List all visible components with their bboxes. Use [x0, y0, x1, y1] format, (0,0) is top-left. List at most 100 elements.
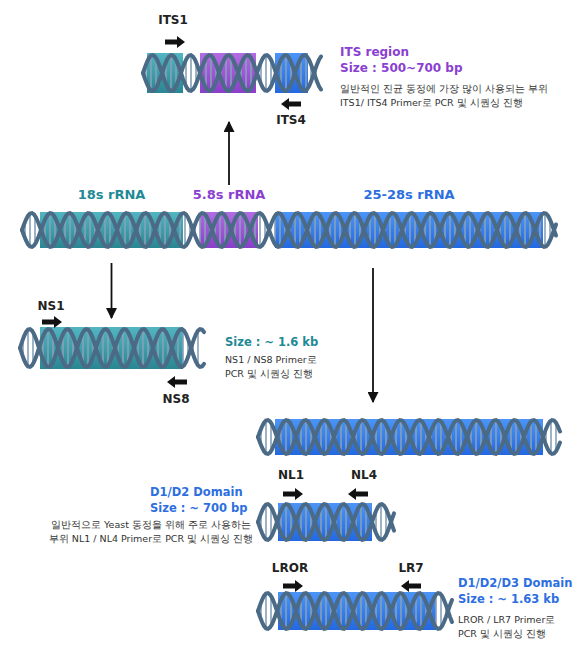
- base-pair: [122, 330, 124, 367]
- base-pair: [164, 213, 166, 247]
- base-pair: [420, 594, 422, 629]
- base-pair: [265, 505, 267, 540]
- sequence-region: ITS regionSize : 500~700 bp일반적인 진균 동정에 가…: [140, 30, 530, 122]
- base-pair: [265, 421, 267, 454]
- description: LROR / LR7 Primer로 PCR 및 시퀀싱 진행: [458, 613, 570, 641]
- base-pair: [265, 594, 267, 629]
- size-label: NS1 / NS8 Primer로 PCR 및 시퀀싱 진행: [225, 353, 337, 381]
- region-title: D1/D2 Domain: [150, 485, 243, 500]
- primer-arrow: [283, 580, 303, 592]
- base-pair: [429, 213, 431, 247]
- dna-helix: [20, 327, 204, 369]
- sequence-region: 18s rRNA: [40, 185, 183, 263]
- base-pair: [29, 214, 31, 247]
- base-pair: [314, 214, 316, 247]
- primer-arrow: [348, 488, 368, 500]
- dna-strand: [22, 213, 556, 247]
- region-title: 25-28s rRNA: [363, 187, 454, 202]
- base-pair: [360, 421, 362, 454]
- base-pair: [285, 593, 287, 629]
- base-pair: [184, 214, 186, 247]
- base-pair: [380, 420, 382, 454]
- primer-arrow: [401, 580, 421, 592]
- base-pair: [305, 420, 307, 454]
- sequence-region: Size : ~ 1.6 kbNS1 / NS8 Primer로 PCR 및 시…: [18, 318, 318, 378]
- dna-strand: [22, 213, 556, 247]
- primer-arrow: [165, 36, 185, 48]
- base-pair: [360, 594, 362, 629]
- base-pair: [259, 213, 261, 247]
- base-pair: [449, 213, 451, 247]
- primer-label: LROR: [272, 561, 308, 575]
- base-pair: [279, 214, 281, 247]
- dna-strand: [258, 420, 560, 454]
- base-pair: [305, 56, 307, 91]
- size-label: Size : ~ 1.63 kb: [458, 592, 559, 607]
- sequence-region: D1/D2/D3 DomainSize : ~ 1.63 kb LROR / LR…: [255, 575, 575, 645]
- base-pair: [89, 214, 91, 247]
- base-pair: [69, 213, 71, 247]
- base-pair: [67, 329, 69, 367]
- dna-helix: [258, 419, 560, 455]
- base-pair: [170, 55, 172, 91]
- base-pair: [325, 594, 327, 629]
- base-pair: [285, 504, 287, 540]
- size-label: Size : 500~700 bp: [340, 61, 463, 76]
- primer-arrow: [281, 98, 301, 110]
- dna-strand: [20, 329, 204, 367]
- description: 일반적인 진균 동정에 가장 많이 사용되는 부위 ITS1/ ITS4 Pri…: [340, 82, 562, 110]
- description: 일반적으로 Yeast 동정을 위해 주로 사용하는 부위 NL1 / NL4 …: [45, 518, 257, 546]
- region-title: ITS region: [340, 45, 409, 60]
- base-pair: [495, 420, 497, 454]
- base-pair: [469, 214, 471, 247]
- region-title: D1/D2/D3 Domain: [458, 576, 572, 591]
- dna-helix: [143, 53, 321, 93]
- base-pair: [475, 420, 477, 454]
- base-pair: [504, 214, 506, 247]
- base-pair: [360, 505, 362, 540]
- base-pair: [107, 331, 109, 366]
- base-pair: [49, 213, 51, 247]
- base-pair: [265, 55, 267, 91]
- primer-label: ITS4: [276, 113, 306, 127]
- base-pair: [162, 329, 164, 367]
- dna-helix: [258, 592, 452, 630]
- down-arrow: [372, 268, 374, 402]
- rrna-block: [200, 53, 256, 93]
- base-pair: [325, 505, 327, 540]
- base-pair: [400, 420, 402, 454]
- dna-strand: [258, 420, 560, 454]
- base-pair: [550, 421, 552, 454]
- base-pair: [524, 213, 526, 247]
- size-label: Size : ~ 700 bp: [150, 501, 247, 516]
- base-pair: [182, 330, 184, 367]
- dna-strand: [258, 593, 452, 629]
- dna-strand: [143, 55, 321, 91]
- base-pair: [190, 55, 192, 91]
- sequence-region: 25-28s rRNA: [275, 185, 543, 263]
- base-pair: [305, 593, 307, 629]
- base-pair: [334, 213, 336, 247]
- base-pair: [27, 330, 29, 367]
- primer-label: NL4: [351, 468, 377, 482]
- base-pair: [544, 213, 546, 247]
- base-pair: [47, 329, 49, 367]
- base-pair: [285, 420, 287, 454]
- base-pair: [409, 214, 411, 247]
- primer-label: NS1: [37, 299, 64, 313]
- dna-strand: [258, 504, 394, 540]
- region-title: 18s rRNA: [78, 187, 146, 202]
- base-pair: [150, 56, 152, 91]
- dna-strand: [258, 504, 394, 540]
- sequence-region: 5.8s rRNA: [200, 185, 258, 263]
- primer-arrow: [283, 488, 303, 500]
- base-pair: [285, 55, 287, 91]
- base-pair: [219, 214, 221, 247]
- base-pair: [87, 330, 89, 367]
- primer-arrow: [42, 316, 62, 328]
- base-pair: [455, 421, 457, 454]
- dna-strand: [143, 55, 321, 91]
